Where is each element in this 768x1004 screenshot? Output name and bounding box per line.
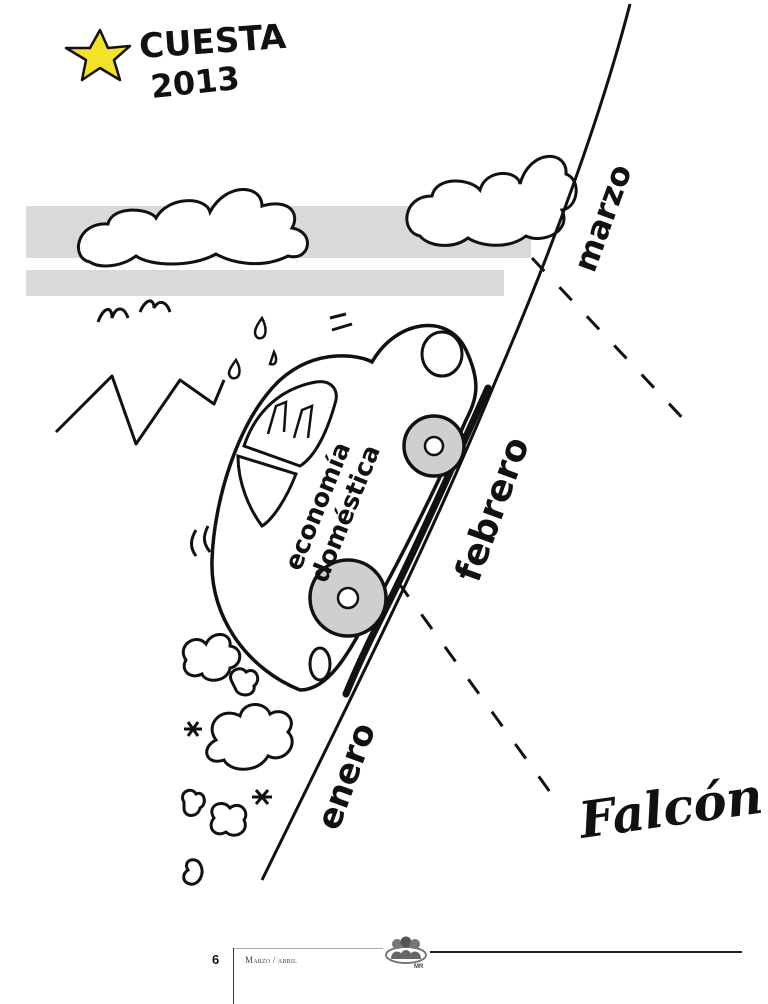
smoke-puff-1 [205,703,294,771]
car-taillight [308,646,332,682]
star-icon [64,28,132,82]
car-seats [266,400,314,439]
bird-2 [138,299,172,313]
month-label-enero: enero [309,718,384,835]
car: economía doméstica [210,323,478,692]
smoke-star-2 [252,789,272,805]
issue-date: Marzo / abril [245,955,297,965]
slope-line [260,3,632,881]
logo-head-right [410,939,420,949]
cloud-right [405,155,578,247]
smoke-puff-3 [229,667,260,697]
smoke-puff-5 [181,788,206,817]
exhaust-smoke [181,525,294,886]
dash-line-febrero [396,581,552,793]
logo-text: MR [414,964,424,969]
logo-bodies [391,950,421,959]
car-headlight [420,330,464,378]
logo-head-left [392,939,402,949]
smoke-puff-6 [182,858,204,886]
grey-band-lower [26,270,504,296]
sweat-drop-1 [253,315,267,340]
wheel-front-hub [423,435,445,457]
logo-head-center [400,936,412,948]
wheel-rear-hub [336,586,360,610]
sweat-drop-2 [227,357,241,380]
title-line1: CUESTA [138,17,288,67]
mountains [54,374,226,446]
footer-divider-top [233,948,383,949]
people-logo-icon: MR [385,936,427,969]
footer-divider-vertical [233,948,234,1004]
car-window-rear [236,453,298,528]
bird-1 [96,307,130,323]
car-window [242,380,338,468]
artist-signature: Falcón. [573,763,768,850]
smoke-puff-2 [182,633,242,682]
sweat-drop-3 [268,348,278,366]
dash-line-marzo [530,256,692,428]
motion-ticks [190,525,212,557]
smoke-star-1 [184,721,202,737]
smoke-puff-4 [209,802,248,837]
page-number: 6 [212,952,220,967]
motion-marks [329,312,353,332]
title-line2: 2013 [149,59,242,106]
footer-line-right [430,951,742,953]
cloud-left [76,188,309,268]
